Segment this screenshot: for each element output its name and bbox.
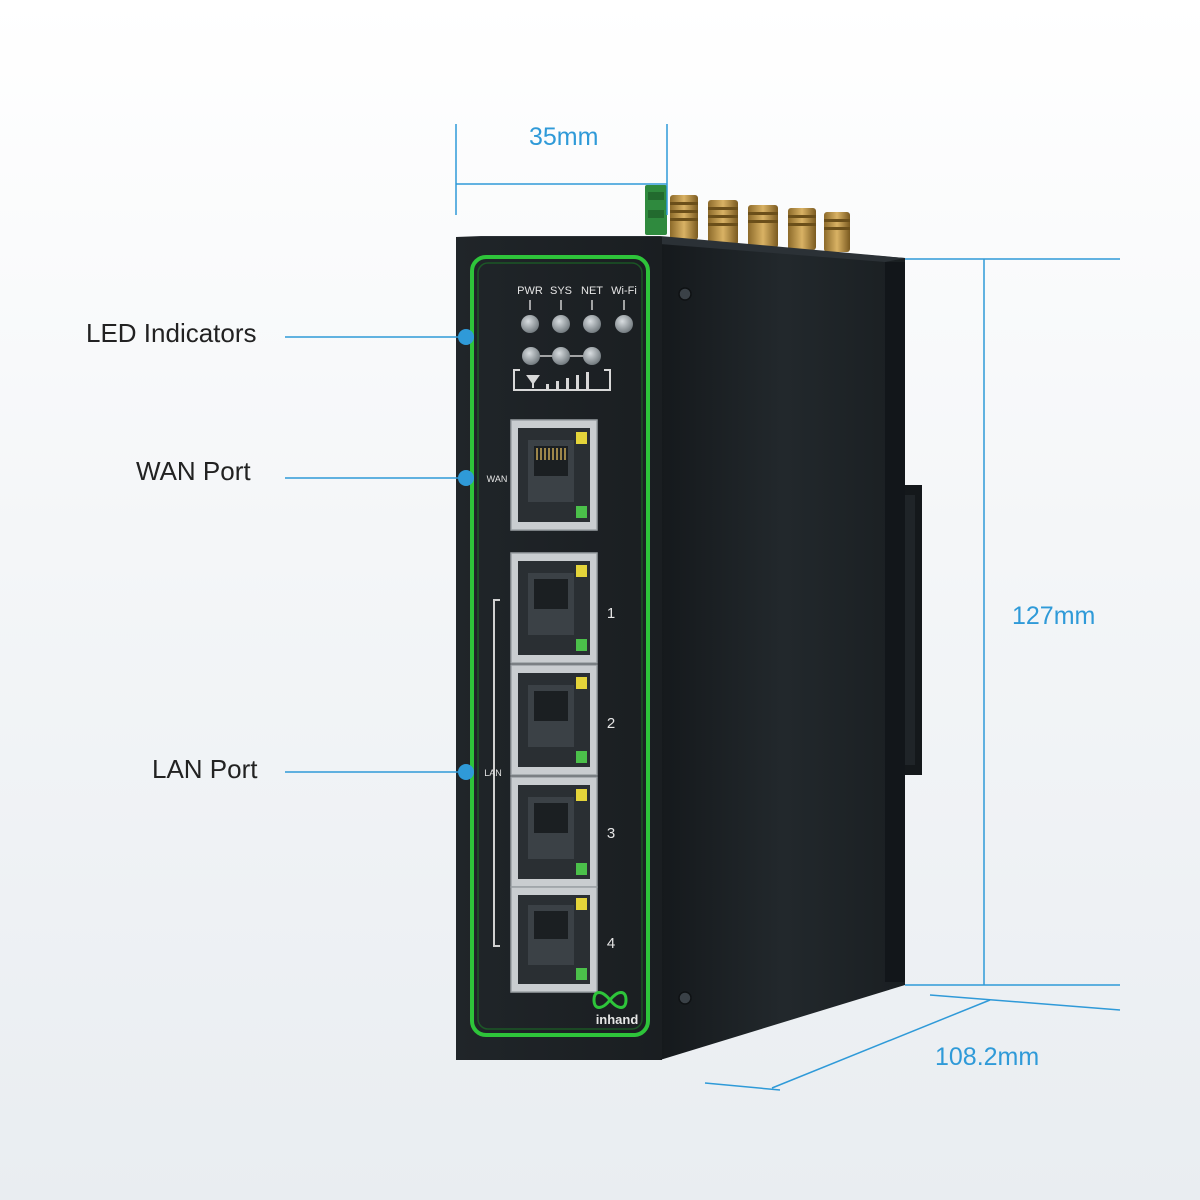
signal-strength-leds xyxy=(522,347,601,365)
front-bezel xyxy=(470,255,650,1037)
led-tick-marks xyxy=(529,300,625,310)
led-signal-1 xyxy=(522,347,540,365)
callout-led-label: LED Indicators xyxy=(86,318,257,348)
dimension-depth-label: 108.2mm xyxy=(935,1043,1040,1071)
antenna-connectors xyxy=(670,195,850,252)
wan-port-label: WAN xyxy=(487,474,508,484)
lan-port[interactable] xyxy=(510,664,598,776)
antenna-connector xyxy=(670,195,698,240)
infinity-logo-icon xyxy=(592,991,628,1009)
antenna-connector xyxy=(748,205,778,248)
callout-wan xyxy=(285,470,474,486)
lan-port-number: 2 xyxy=(607,715,615,732)
callout-lan xyxy=(285,764,474,780)
device-side-rear-edge xyxy=(885,262,905,982)
screw-icon xyxy=(678,287,692,301)
device-side-panel xyxy=(660,238,905,1060)
din-rail-clip xyxy=(900,485,922,775)
callout-dot-icon xyxy=(458,764,474,780)
antenna-connector xyxy=(824,212,850,252)
callout-dot-icon xyxy=(458,470,474,486)
callout-dot-icon xyxy=(458,329,474,345)
led-label-net: NET xyxy=(581,285,603,297)
lan-port-number: 3 xyxy=(607,825,615,842)
screw-icon xyxy=(678,991,692,1005)
terminal-block xyxy=(645,185,667,235)
dimension-depth xyxy=(704,994,1121,1091)
led-label-pwr: PWR xyxy=(517,285,543,297)
led-net xyxy=(583,315,601,333)
lan-port-number: 1 xyxy=(607,605,615,622)
callout-lan-label: LAN Port xyxy=(152,754,258,784)
lan-group-bracket xyxy=(493,599,500,947)
antenna-connector xyxy=(788,208,816,250)
dimension-height-label: 127mm xyxy=(1012,602,1096,630)
antenna-signal-icon xyxy=(513,369,611,391)
wan-port[interactable] xyxy=(510,419,598,531)
led-wifi xyxy=(615,315,633,333)
lan-port[interactable] xyxy=(510,886,598,993)
lan-port-label: LAN xyxy=(484,768,502,778)
led-label-wifi: Wi-Fi xyxy=(611,285,637,297)
dimension-height xyxy=(905,258,1120,986)
dimension-width-label: 35mm xyxy=(529,123,599,151)
led-pwr xyxy=(521,315,539,333)
lan-port[interactable] xyxy=(510,776,598,888)
brand-name: inhand xyxy=(596,1012,639,1027)
callout-led xyxy=(285,329,474,345)
device-top-edge xyxy=(456,236,905,262)
lan-port[interactable] xyxy=(510,552,598,664)
antenna-connector xyxy=(708,200,738,245)
led-label-sys: SYS xyxy=(550,285,572,297)
led-signal-3 xyxy=(583,347,601,365)
led-sys xyxy=(552,315,570,333)
callout-wan-label: WAN Port xyxy=(136,456,251,486)
wan-link-led xyxy=(576,432,587,444)
wan-activity-led xyxy=(576,506,587,518)
lan-port-number: 4 xyxy=(607,935,615,952)
led-signal-2 xyxy=(552,347,570,365)
dimension-width xyxy=(455,124,668,215)
